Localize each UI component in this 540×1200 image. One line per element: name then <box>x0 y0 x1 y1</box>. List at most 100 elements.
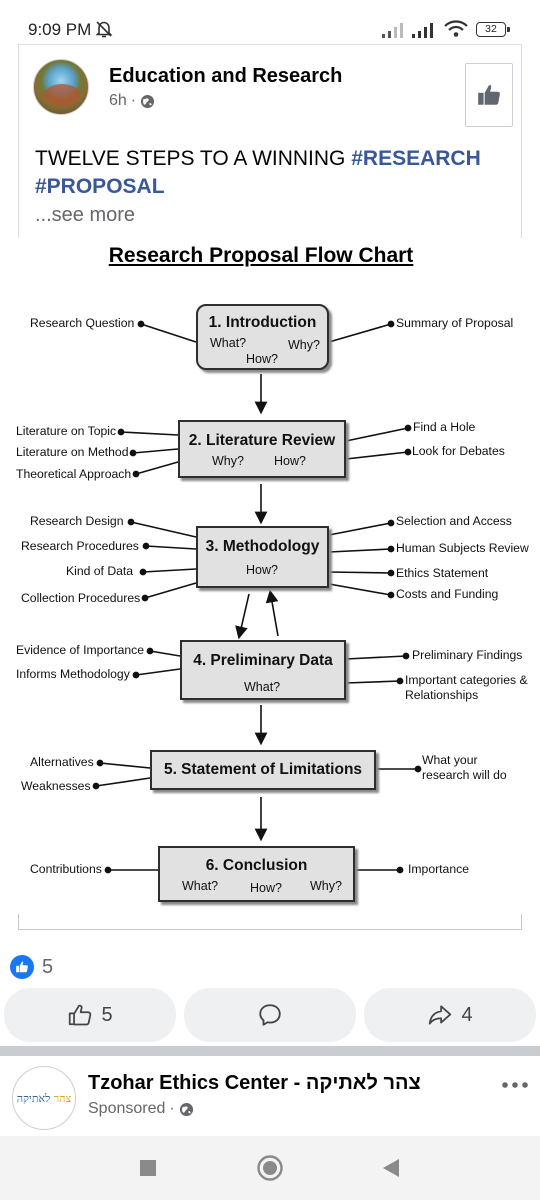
post-meta: 6h · <box>109 92 155 110</box>
label-evidence-of-importance: Evidence of Importance <box>16 643 145 657</box>
battery-indicator: 32 <box>476 22 510 37</box>
box-statement-of-limitations: 5. Statement of Limitations <box>150 750 376 790</box>
system-nav-bar <box>0 1136 540 1200</box>
label-research-will-do: research will do <box>422 768 507 782</box>
mute-bell-icon <box>95 21 113 38</box>
feed-divider <box>0 1046 540 1056</box>
box-question: What? <box>182 879 219 893</box>
page-name[interactable]: Education and Research <box>109 65 343 87</box>
meta-separator: · <box>130 92 137 109</box>
hashtag-proposal[interactable]: #PROPOSAL <box>35 175 165 198</box>
post-text-plain: TWELVE STEPS TO A WINNING <box>35 147 352 170</box>
box-question: How? <box>246 563 278 577</box>
label-human-subjects-review: Human Subjects Review <box>396 541 529 555</box>
share-count: 4 <box>461 1003 473 1026</box>
like-button[interactable]: 5 <box>4 988 176 1042</box>
thumbs-up-icon <box>69 1004 92 1026</box>
label-summary-of-proposal: Summary of Proposal <box>396 316 514 330</box>
reaction-count: 5 <box>42 955 54 978</box>
box-question: How? <box>250 881 282 895</box>
status-time: 9:09 PM <box>28 20 92 39</box>
share-button[interactable]: 4 <box>364 988 536 1042</box>
label-look-for-debates: Look for Debates <box>412 444 505 458</box>
box-title: 2. Literature Review <box>188 432 336 449</box>
box-title: 4. Preliminary Data <box>193 652 333 669</box>
box-title: 1. Introduction <box>208 314 317 331</box>
share-icon <box>429 1005 452 1025</box>
sponsor-name[interactable]: צהר לאתיקה - Tzohar Ethics Center <box>88 1072 421 1094</box>
box-question: What? <box>244 680 281 694</box>
circle-icon[interactable] <box>256 1154 284 1182</box>
label-find-a-hole: Find a Hole <box>413 420 476 434</box>
back-triangle-icon[interactable] <box>380 1157 402 1179</box>
box-conclusion: 6. Conclusion What? How? Why? <box>158 846 355 902</box>
box-introduction: 1. Introduction What? Why? How? <box>196 304 329 370</box>
chart-title: Research Proposal Flow Chart <box>108 244 414 267</box>
sponsor-logo-part: לאתיקה <box>16 1091 51 1105</box>
globe-icon <box>141 94 155 108</box>
more-icon[interactable] <box>500 1080 530 1090</box>
sponsor-logo-part: צהר <box>53 1091 72 1105</box>
label-informs-methodology: Informs Methodology <box>16 667 130 681</box>
hashtag-research[interactable]: #RESEARCH <box>351 147 481 170</box>
like-count: 5 <box>101 1003 113 1026</box>
page-avatar[interactable] <box>33 59 89 115</box>
like-reaction-icon <box>10 955 34 979</box>
sponsor-logo: צהר לאתיקה <box>17 1092 72 1105</box>
box-literature-review: 2. Literature Review Why? How? <box>178 420 346 478</box>
sponsor-avatar[interactable]: צהר לאתיקה <box>12 1066 76 1130</box>
meta-separator: · <box>169 1100 175 1117</box>
sponsored-post-header: צהר לאתיקה צהר לאתיקה - Tzohar Ethics Ce… <box>0 1056 540 1136</box>
signal-icon <box>412 23 433 38</box>
label-kind-of-data: Kind of Data <box>66 564 134 578</box>
box-question: Why? <box>288 338 320 352</box>
label-theoretical-approach: Theoretical Approach <box>16 467 132 481</box>
label-research-procedures: Research Procedures <box>21 539 139 553</box>
globe-icon <box>179 1102 193 1116</box>
label-alternatives: Alternatives <box>30 755 94 769</box>
label-literature-on-topic: Literature on Topic <box>16 424 117 438</box>
box-title: 3. Methodology <box>205 538 320 555</box>
box-question: How? <box>246 352 278 366</box>
post-text: TWELVE STEPS TO A WINNING #RESEARCH #PRO… <box>35 145 505 201</box>
label-relationships: Relationships <box>405 688 479 702</box>
status-bar: 9:09 PM 32 <box>0 0 540 56</box>
box-title: 6. Conclusion <box>205 857 308 874</box>
label-contributions: Contributions <box>30 862 102 876</box>
box-preliminary-data: 4. Preliminary Data What? <box>180 640 346 700</box>
post-card: Education and Research 6h · TWELVE STEPS… <box>18 44 522 238</box>
box-title: 5. Statement of Limitations <box>163 761 363 778</box>
label-weaknesses: Weaknesses <box>21 779 91 793</box>
label-selection-and-access: Selection and Access <box>396 514 512 528</box>
see-more-link[interactable]: ...see more <box>35 204 136 226</box>
signal-icon <box>382 23 403 38</box>
sponsored-label: Sponsored <box>88 1100 166 1117</box>
comment-icon <box>259 1004 281 1026</box>
box-question: How? <box>274 454 306 468</box>
action-bar: 5 4 <box>4 988 536 1042</box>
image-frame <box>18 914 522 930</box>
wifi-icon <box>444 20 468 37</box>
label-costs-and-funding: Costs and Funding <box>396 587 499 601</box>
thumbs-up-icon <box>478 85 500 105</box>
like-page-button[interactable] <box>465 63 513 127</box>
label-research-question: Research Question <box>30 316 135 330</box>
connector-lines <box>92 320 422 874</box>
label-collection-procedures: Collection Procedures <box>21 591 141 605</box>
comment-button[interactable] <box>184 988 356 1042</box>
label-what-your: What your <box>422 753 478 767</box>
reactions-summary[interactable]: 5 <box>10 955 53 979</box>
label-important-categories: Important categories & <box>405 673 528 687</box>
flow-chart-image[interactable]: Research Proposal Flow Chart 1. Introduc… <box>0 238 540 930</box>
sponsor-meta: Sponsored · <box>88 1100 194 1118</box>
box-methodology: 3. Methodology How? <box>196 526 329 588</box>
post-age[interactable]: 6h <box>109 92 127 109</box>
label-literature-on-method: Literature on Method <box>16 445 129 459</box>
square-icon[interactable] <box>138 1158 158 1178</box>
label-research-design: Research Design <box>30 514 124 528</box>
label-ethics-statement: Ethics Statement <box>396 566 489 580</box>
label-preliminary-findings: Preliminary Findings <box>412 648 523 662</box>
box-question: Why? <box>212 454 244 468</box>
box-question: Why? <box>310 879 342 893</box>
label-importance: Importance <box>408 862 469 876</box>
